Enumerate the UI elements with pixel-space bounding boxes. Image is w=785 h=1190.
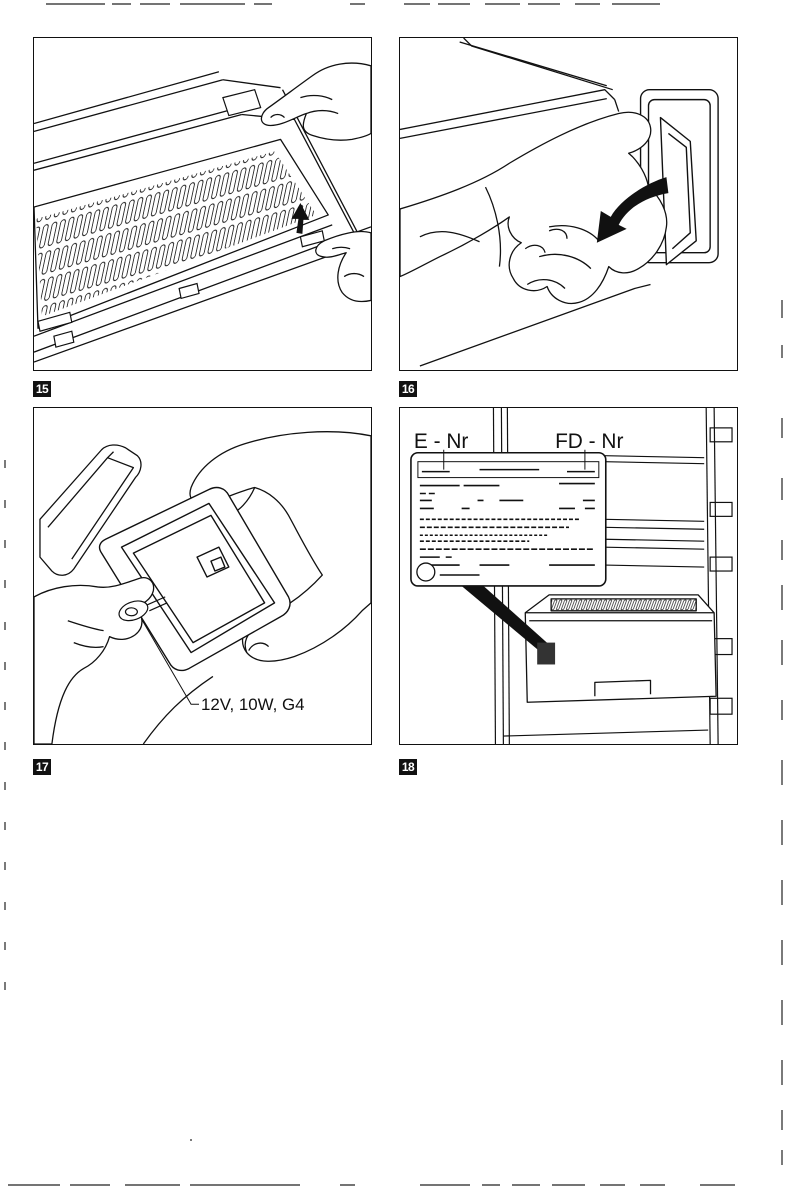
figure-number-17: 17 [33,759,51,775]
e-nr-label: E - Nr [414,430,469,453]
figure-16-panel [399,37,738,371]
bulb-spec-label: 12V, 10W, G4 [201,695,305,714]
figure-18-panel: E - Nr FD - Nr [399,407,738,745]
figure-18-illustration: E - Nr FD - Nr [400,408,737,744]
figure-number-18: 18 [399,759,417,775]
figure-16-illustration [400,38,737,370]
figure-number-16: 16 [399,381,417,397]
rating-plate-location [537,643,555,665]
figure-15-panel [33,37,372,371]
lower-hand-illustration [316,232,371,302]
upper-hand-illustration [261,63,371,140]
figure-number-15: 15 [33,381,51,397]
ventilation-grille [34,137,332,336]
figure-17-illustration: 12V, 10W, G4 [34,408,371,744]
rating-plate [411,453,606,586]
figure-17-panel: 12V, 10W, G4 [33,407,372,745]
fd-nr-label: FD - Nr [555,430,623,453]
figure-15-illustration [34,38,371,370]
